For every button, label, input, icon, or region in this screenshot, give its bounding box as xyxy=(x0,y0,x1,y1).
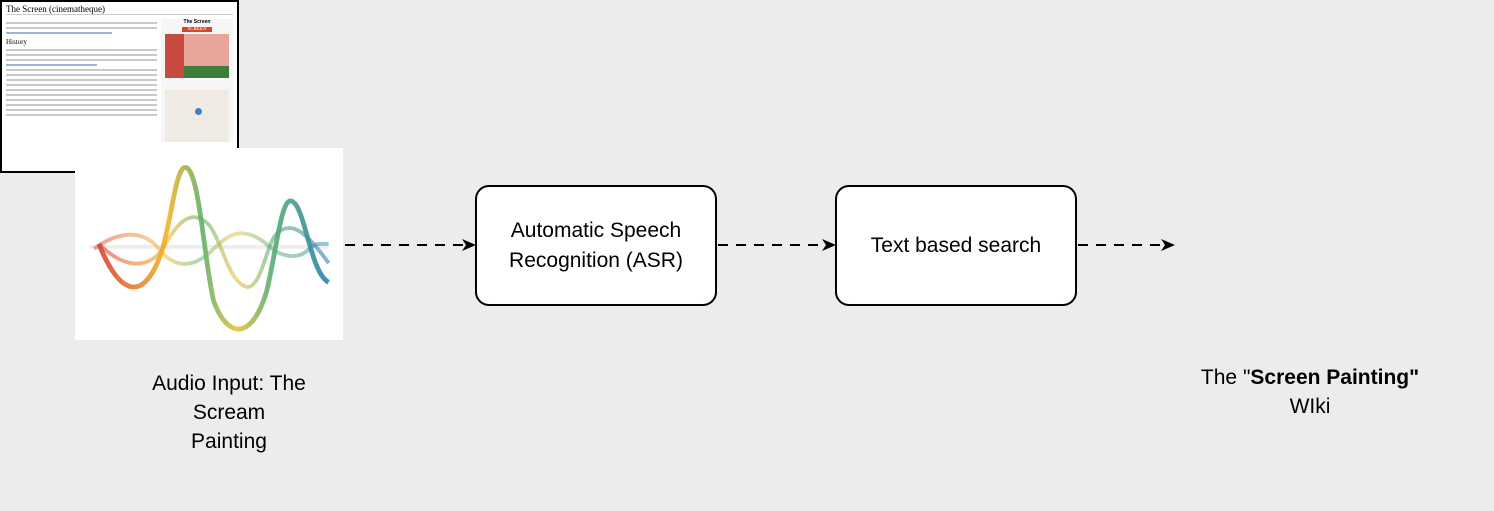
wiki-map xyxy=(165,90,229,142)
wiki-title: The Screen (cinematheque) xyxy=(6,4,233,15)
wiki-section-heading: History xyxy=(6,38,27,46)
sound-wave-icon xyxy=(89,165,331,332)
asr-label-line: Recognition (ASR) xyxy=(509,248,683,272)
audio-waveform-image xyxy=(75,148,343,340)
audio-label-line: Painting xyxy=(191,430,267,453)
wiki-output-label: The "Screen Painting" WIki xyxy=(1200,363,1420,421)
wiki-label-prefix: The " xyxy=(1200,366,1251,389)
wiki-label-suffix: WIki xyxy=(1289,395,1331,418)
text-search-label: Text based search xyxy=(870,233,1042,257)
audio-label-line: Scream xyxy=(192,401,266,424)
asr-label-line: Automatic Speech xyxy=(510,218,682,242)
wiki-page-screenshot: The Screen (cinematheque) History The Sc… xyxy=(0,0,239,173)
wiki-screen-sign: SCREEN xyxy=(182,27,212,32)
wiki-label-bold: Screen Painting" xyxy=(1250,366,1420,389)
asr-step-box: Automatic Speech Recognition (ASR) xyxy=(475,185,717,306)
audio-input-label: Audio Input: The Scream Painting xyxy=(119,369,339,456)
wiki-building-photo xyxy=(165,34,229,78)
audio-label-line: Audio Input: The xyxy=(152,372,306,395)
wiki-infobox-title: The Screen xyxy=(183,19,211,25)
text-search-step-box: Text based search xyxy=(835,185,1077,306)
